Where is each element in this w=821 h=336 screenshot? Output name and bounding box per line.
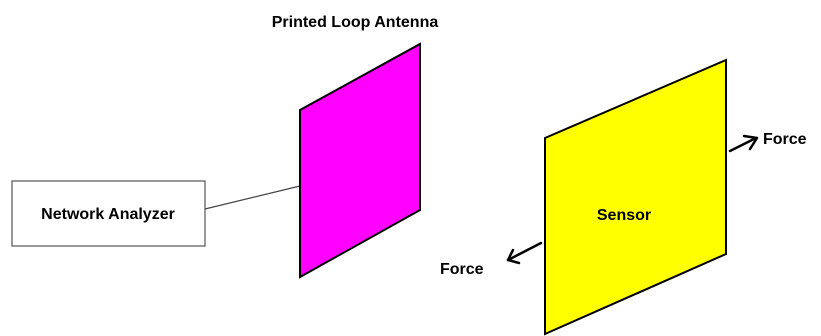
force-arrow-right: [728, 134, 759, 153]
network-analyzer-box: [11, 180, 206, 247]
printed-loop-antenna-panel: [299, 42, 421, 279]
network-analyzer-label: Network Analyzer: [41, 206, 175, 223]
sensor-panel: [544, 58, 727, 336]
force-arrow-left: [506, 241, 543, 265]
force-label-left: Force: [440, 261, 484, 278]
force-label-right: Force: [763, 131, 807, 148]
analyzer-antenna-cable: [204, 185, 301, 210]
antenna-label: Printed Loop Antenna: [272, 14, 439, 31]
sensor-label: Sensor: [597, 207, 651, 224]
